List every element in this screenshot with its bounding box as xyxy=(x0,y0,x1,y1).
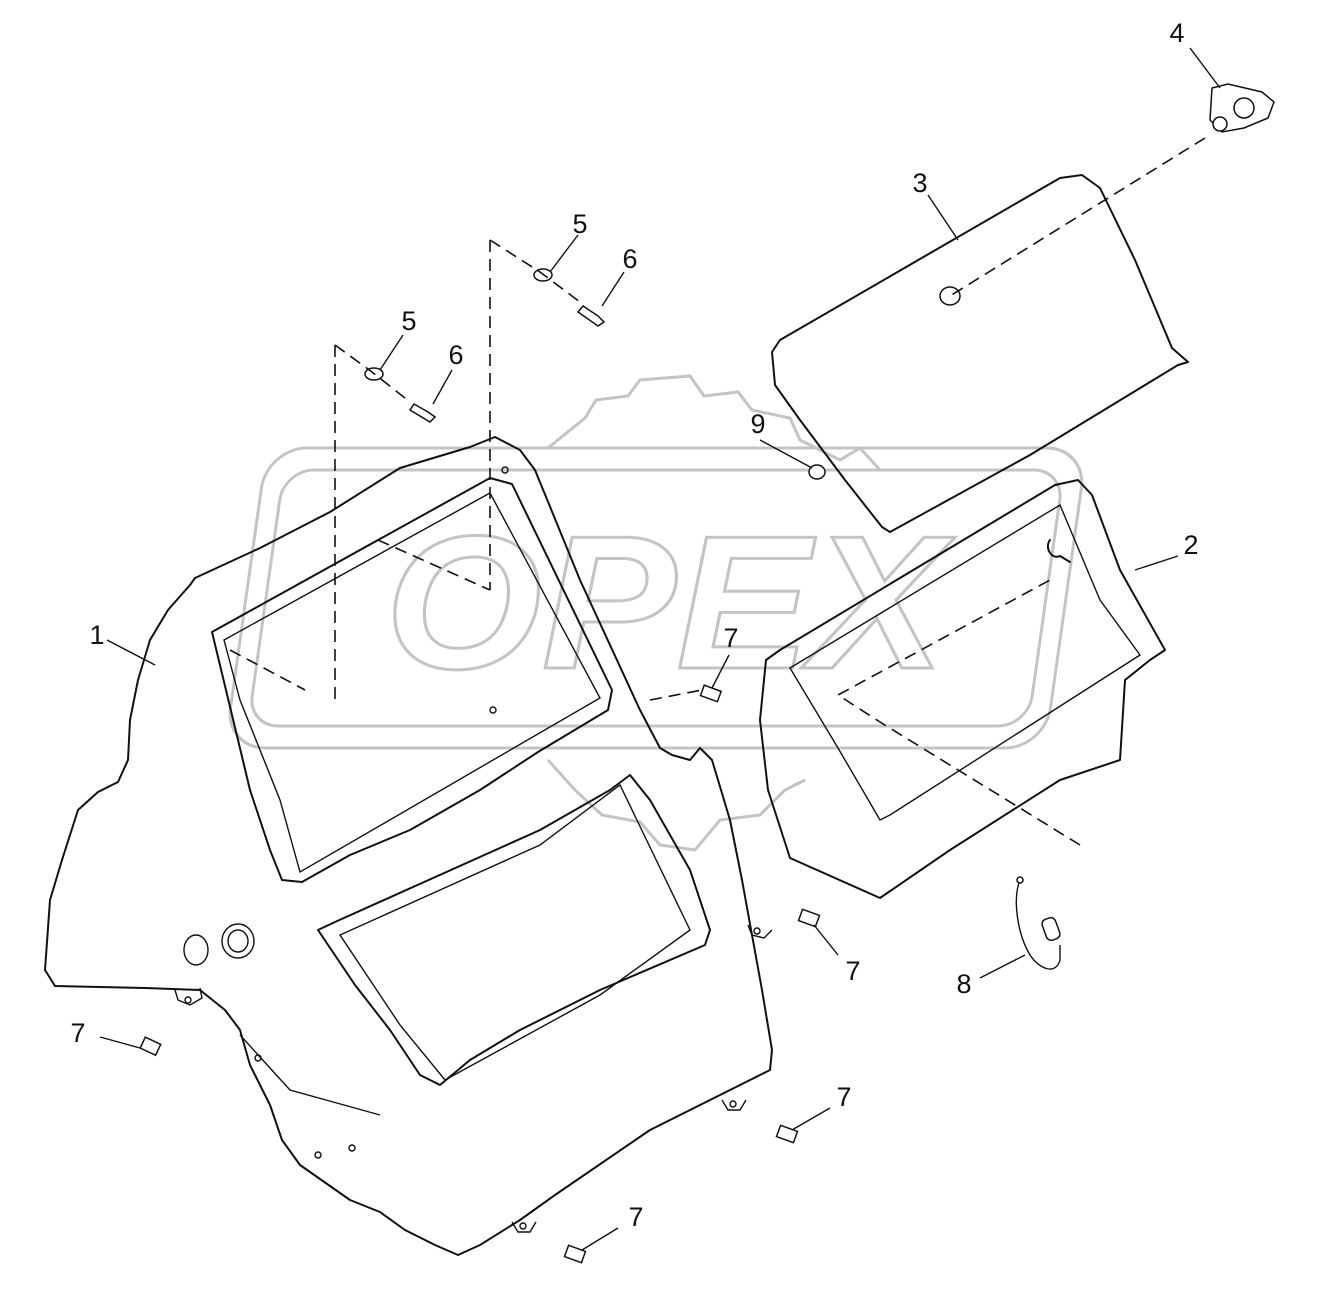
lower-cover-outline xyxy=(759,479,1166,899)
callout-7-bottom: 7 xyxy=(628,1202,643,1232)
callout-6-upper: 6 xyxy=(622,244,637,274)
opex-watermark: OPEX xyxy=(228,374,1084,852)
panel-crease xyxy=(239,1034,381,1116)
lower-cover-window xyxy=(789,503,1142,821)
part-8-cable xyxy=(1015,876,1061,970)
callout-7-right: 7 xyxy=(845,956,860,986)
leader-lines xyxy=(99,47,1221,1251)
console-panel-outline xyxy=(44,436,773,1256)
tab-hole xyxy=(184,996,192,1004)
panel-hole xyxy=(348,1144,356,1152)
assembly-lines xyxy=(229,137,1206,846)
lower-window-opening xyxy=(317,774,711,1086)
grommet-9 xyxy=(808,464,826,480)
panel-hole xyxy=(314,1151,322,1159)
cable-end xyxy=(1041,916,1061,942)
callout-2: 2 xyxy=(1183,530,1198,560)
round-hole-right xyxy=(221,923,255,959)
dash-window-upper xyxy=(229,539,491,691)
mounting-tab-bottom xyxy=(721,1099,747,1111)
tab-hole xyxy=(519,1222,527,1230)
panel-hole xyxy=(489,706,497,714)
round-hole-left xyxy=(183,934,209,966)
dash-latch xyxy=(949,137,1206,297)
dash-clip-center xyxy=(649,689,703,701)
cover-grommet xyxy=(939,286,961,306)
watermark-badge-inner xyxy=(250,468,1062,728)
latch-ring xyxy=(1212,116,1228,132)
part-2-lower-right-cover xyxy=(759,479,1166,899)
mounting-tab-bottom-center xyxy=(511,1221,537,1233)
part-4-latch xyxy=(1209,83,1275,133)
part-1-console-panel xyxy=(44,436,773,1256)
callout-3: 3 xyxy=(912,168,927,198)
tab-hole xyxy=(729,1100,737,1108)
round-hole-right-inner xyxy=(227,929,249,953)
mounting-tab-right xyxy=(747,924,773,939)
panel-hole xyxy=(501,466,509,474)
clip-7-bottom xyxy=(563,1244,587,1264)
callout-4: 4 xyxy=(1169,18,1184,48)
screw-6-upper xyxy=(576,305,606,327)
screw-6-lower xyxy=(408,403,437,423)
part-3-upper-cover xyxy=(771,174,1189,533)
callout-5-upper: 5 xyxy=(572,209,587,239)
clip-7-right xyxy=(797,908,821,928)
callout-6-lower: 6 xyxy=(448,340,463,370)
latch-knob xyxy=(1233,97,1255,119)
cover-hook xyxy=(1046,539,1071,563)
mounting-tab-bottom-left xyxy=(174,987,203,1006)
dash-cover-2 xyxy=(836,579,1081,846)
callout-8: 8 xyxy=(956,969,971,999)
callout-5-lower: 5 xyxy=(401,306,416,336)
cable-eyelet xyxy=(1016,876,1024,884)
upper-cover-outline xyxy=(771,174,1189,533)
cable-wire xyxy=(1015,879,1061,970)
upper-window-opening xyxy=(211,477,613,883)
watermark-badge-outer xyxy=(228,446,1084,750)
watermark-text: OPEX xyxy=(385,497,956,709)
clip-7-center xyxy=(699,684,723,703)
callouts: 1 2 3 4 5 5 6 6 9 7 7 7 7 7 8 xyxy=(70,18,1198,1232)
dash-washer-lower xyxy=(334,344,411,700)
clip-7-left xyxy=(139,1036,162,1057)
tab-hole xyxy=(753,927,761,935)
dash-washer-upper xyxy=(489,239,581,590)
lower-window-inner-edge xyxy=(338,783,691,1081)
callout-7-left: 7 xyxy=(70,1018,85,1048)
callout-7-center: 7 xyxy=(723,623,738,653)
callout-1: 1 xyxy=(89,620,104,650)
callout-9: 9 xyxy=(750,409,765,439)
callout-7-bottom-right: 7 xyxy=(836,1082,851,1112)
